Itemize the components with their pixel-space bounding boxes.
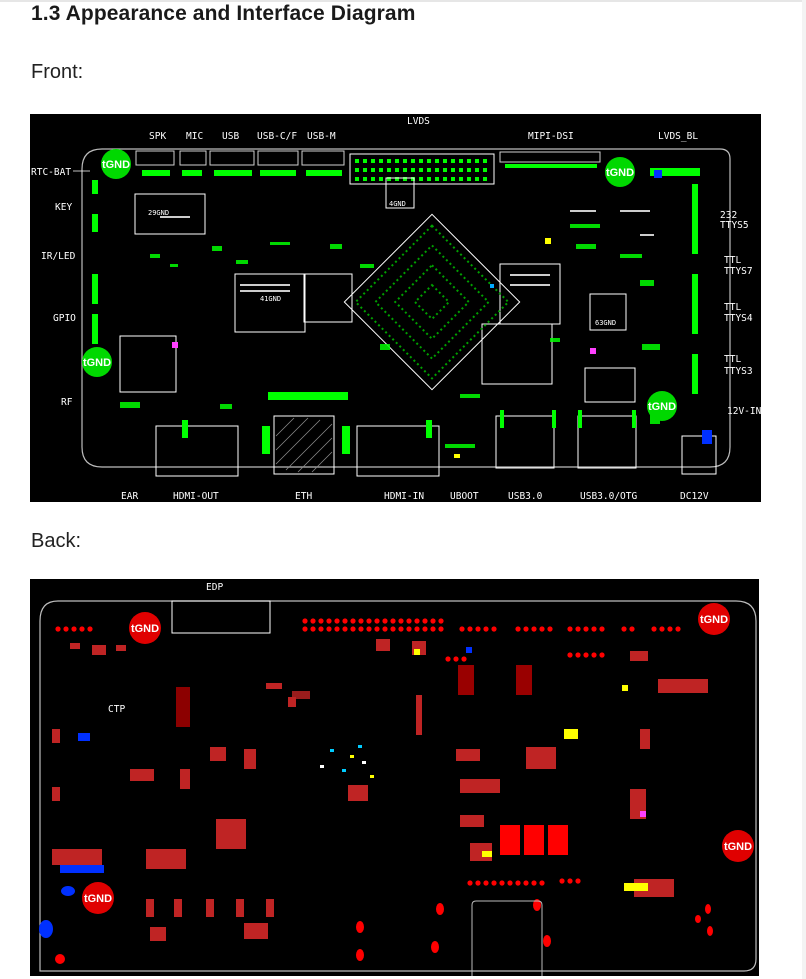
usb3-otg-label: USB3.0/OTG (580, 491, 637, 502)
lvds-label: LVDS (407, 116, 430, 127)
eth-label: ETH (295, 491, 312, 502)
mipi-dsi-label: MIPI-DSI (528, 131, 574, 142)
uboot-label: UBOOT (450, 491, 479, 502)
front-board-image: tGND tGND tGND tGND 29GND 4GND 41GND 63G… (30, 114, 761, 502)
ear-label: EAR (121, 491, 138, 502)
ttl-label: TTL (724, 302, 741, 313)
rtc-bat-label: RTC-BAT (31, 167, 71, 178)
ttys3-label: TTYS3 (724, 366, 753, 377)
gnd-marker: tGND (131, 623, 159, 635)
back-label: Back: (31, 530, 82, 552)
usb-m-label: USB-M (307, 131, 336, 142)
top-divider (0, 0, 806, 2)
key-label: KEY (55, 202, 72, 213)
ttys5-label: TTYS5 (720, 220, 749, 231)
ttys4-label: TTYS4 (724, 313, 753, 324)
12v-in-label: 12V-IN (727, 406, 761, 417)
section-heading: 1.3 Appearance and Interface Diagram (31, 2, 416, 25)
ttl-label: TTL (724, 255, 741, 266)
usb-c-f-label: USB-C/F (257, 131, 297, 142)
chip-label: 4GND (389, 200, 406, 208)
ctp-label: CTP (108, 704, 125, 715)
lvds-bl-label: LVDS_BL (658, 131, 698, 142)
back-board-image: tGND tGND tGND tGND EDP CTP (30, 579, 759, 976)
mic-label: MIC (186, 131, 203, 142)
rs232-label: 232 (720, 210, 737, 221)
rf-label: RF (61, 397, 73, 408)
gnd-marker: tGND (648, 401, 676, 413)
gnd-marker: tGND (84, 893, 112, 905)
hdmi-in-label: HDMI-IN (384, 491, 424, 502)
spk-label: SPK (149, 131, 166, 142)
gpio-label: GPIO (53, 313, 76, 324)
ttys7-label: TTYS7 (724, 266, 753, 277)
chip-label: 41GND (260, 295, 281, 303)
usb-label: USB (222, 131, 239, 142)
front-label: Front: (31, 61, 84, 83)
dc12v-label: DC12V (680, 491, 709, 502)
edp-label: EDP (206, 582, 223, 593)
gnd-marker: tGND (700, 614, 728, 626)
chip-label: 63GND (595, 319, 616, 327)
chip-label: 29GND (148, 209, 169, 217)
gnd-marker: tGND (724, 841, 752, 853)
gnd-marker: tGND (606, 167, 634, 179)
page-edge (802, 0, 806, 979)
gnd-marker: tGND (102, 159, 130, 171)
usb3-label: USB3.0 (508, 491, 543, 502)
ttl-label: TTL (724, 354, 741, 365)
gnd-marker: tGND (83, 357, 111, 369)
ir-led-label: IR/LED (41, 251, 76, 262)
hdmi-out-label: HDMI-OUT (173, 491, 219, 502)
